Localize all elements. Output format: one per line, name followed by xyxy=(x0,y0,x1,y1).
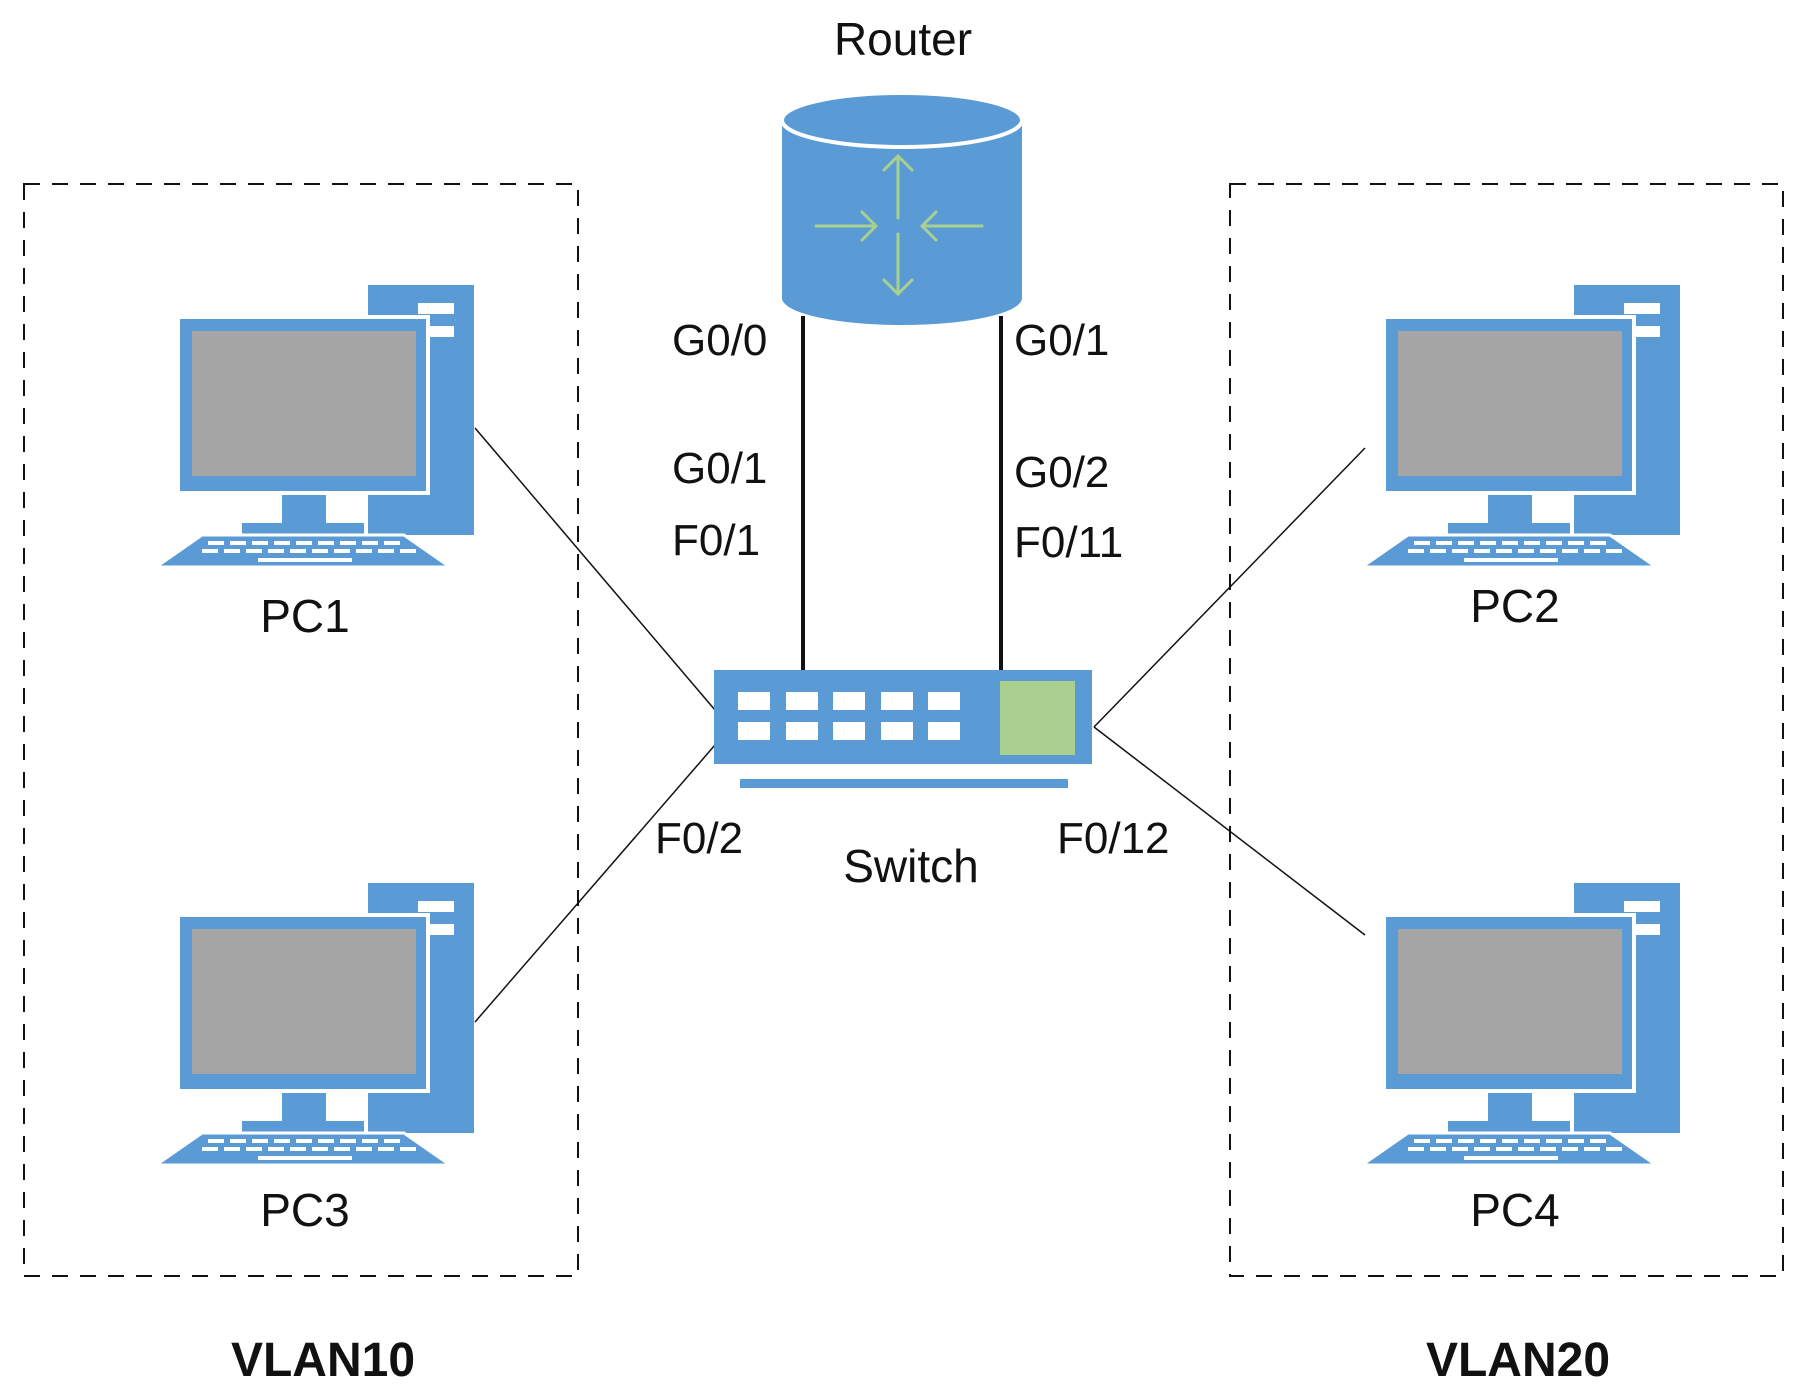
port-label-switch-g02: G0/2 xyxy=(1014,448,1109,497)
port-label-switch-f012: F0/12 xyxy=(1057,814,1170,863)
link-pc4-switch xyxy=(1093,726,1366,936)
port-label-switch-f02: F0/2 xyxy=(655,814,743,863)
pc1-icon xyxy=(154,283,476,569)
link-pc2-switch xyxy=(1093,447,1366,728)
vlan10-label: VLAN10 xyxy=(231,1334,415,1387)
vlan10-boundary xyxy=(23,183,579,1277)
pc3-icon xyxy=(154,881,476,1167)
port-label-switch-f01: F0/1 xyxy=(672,516,760,565)
router-arrows-icon xyxy=(814,154,984,296)
switch-icon xyxy=(714,670,1092,788)
switch-label: Switch xyxy=(843,840,978,892)
pc1-label: PC1 xyxy=(260,590,349,642)
pc4-label: PC4 xyxy=(1470,1184,1559,1236)
router-label: Router xyxy=(834,13,972,65)
link-pc3-switch xyxy=(474,744,716,1023)
router-icon xyxy=(780,91,1024,325)
switch-uplink-port xyxy=(1000,681,1075,755)
pc3-label: PC3 xyxy=(260,1184,349,1236)
link-pc1-switch xyxy=(474,427,716,711)
port-label-router-g01: G0/1 xyxy=(1014,316,1109,365)
port-label-router-g00: G0/0 xyxy=(672,316,767,365)
vlan20-boundary xyxy=(1229,183,1784,1277)
port-label-switch-g01: G0/1 xyxy=(672,444,767,493)
pc2-icon xyxy=(1360,283,1682,569)
pc2-label: PC2 xyxy=(1470,580,1559,632)
vlan20-label: VLAN20 xyxy=(1426,1334,1610,1387)
port-label-switch-f011: F0/11 xyxy=(1014,518,1123,567)
pc4-icon xyxy=(1360,881,1682,1167)
